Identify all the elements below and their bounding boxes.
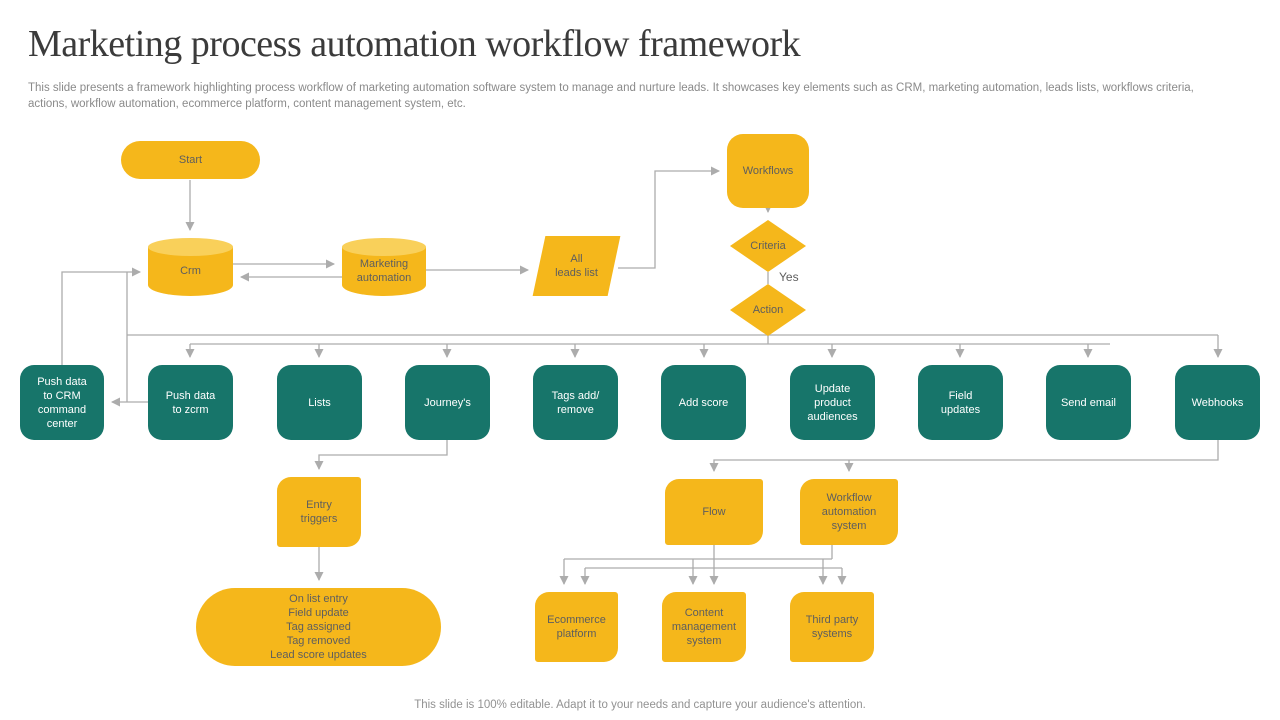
node-field-updates-label: Field updates [940, 389, 981, 416]
node-crm-label: Crm [180, 265, 201, 277]
node-workflow-automation-system-label: Workflow automation system [821, 492, 877, 532]
node-marketing-automation: Marketing automation [342, 238, 426, 296]
page-title: Marketing process automation workflow fr… [28, 23, 801, 65]
node-send-email: Send email [1046, 365, 1131, 440]
node-criteria-label: Criteria [750, 240, 786, 252]
node-send-email-label: Send email [1060, 396, 1117, 409]
node-marketing-automation-label: Marketing automation [356, 258, 412, 284]
node-third-party-systems: Third party systems [790, 592, 874, 662]
node-content-management-system: Content management system [662, 592, 746, 662]
node-journeys-label: Journey's [424, 396, 471, 409]
node-tags-add-remove-label: Tags add/ remove [551, 389, 600, 416]
node-start: Start [121, 141, 260, 179]
node-lists-label: Lists [308, 396, 331, 409]
node-crm: Crm [148, 238, 233, 296]
node-workflows: Workflows [727, 134, 809, 208]
node-lists: Lists [277, 365, 362, 440]
ma-cylinder-top [342, 238, 426, 256]
node-action: Action [730, 284, 806, 336]
slide-footer-note: This slide is 100% editable. Adapt it to… [414, 699, 866, 711]
node-action-label: Action [752, 304, 784, 316]
node-journeys: Journey's [405, 365, 490, 440]
node-webhooks: Webhooks [1175, 365, 1260, 440]
node-criteria: Criteria [730, 220, 806, 272]
node-push-data-crm-command-label: Push data to CRM command center [37, 375, 87, 430]
node-add-score: Add score [661, 365, 746, 440]
node-workflow-automation-system: Workflow automation system [800, 479, 898, 545]
node-trigger-types-label: On list entry Field update Tag assigned … [270, 593, 367, 661]
node-content-management-system-label: Content management system [671, 607, 737, 647]
node-entry-triggers-label: Entry triggers [300, 499, 338, 525]
node-ecommerce-platform: Ecommerce platform [535, 592, 618, 662]
node-push-data-zcrm-label: Push data to zcrm [165, 389, 216, 416]
node-workflows-label: Workflows [742, 165, 794, 177]
node-webhooks-label: Webhooks [1191, 396, 1244, 409]
node-third-party-systems-label: Third party systems [805, 614, 859, 640]
node-flow: Flow [665, 479, 763, 545]
edge-label-yes: Yes [779, 270, 799, 284]
node-add-score-label: Add score [678, 396, 729, 409]
slide-description: This slide presents a framework highligh… [28, 82, 1194, 111]
node-flow-label: Flow [702, 506, 726, 518]
node-ecommerce-platform-label: Ecommerce platform [547, 614, 606, 640]
node-entry-triggers: Entry triggers [277, 477, 361, 547]
node-trigger-types: On list entry Field update Tag assigned … [196, 588, 441, 666]
node-push-data-zcrm: Push data to zcrm [148, 365, 233, 440]
node-field-updates: Field updates [918, 365, 1003, 440]
node-update-product-audiences-label: Update product audiences [807, 382, 858, 423]
node-push-data-crm-command: Push data to CRM command center [20, 365, 104, 440]
node-tags-add-remove: Tags add/ remove [533, 365, 618, 440]
node-all-leads-list-label: All leads list [555, 253, 598, 279]
crm-cylinder-top [148, 238, 233, 256]
node-start-label: Start [178, 154, 203, 166]
node-update-product-audiences: Update product audiences [790, 365, 875, 440]
node-all-leads-list: All leads list [532, 236, 621, 296]
